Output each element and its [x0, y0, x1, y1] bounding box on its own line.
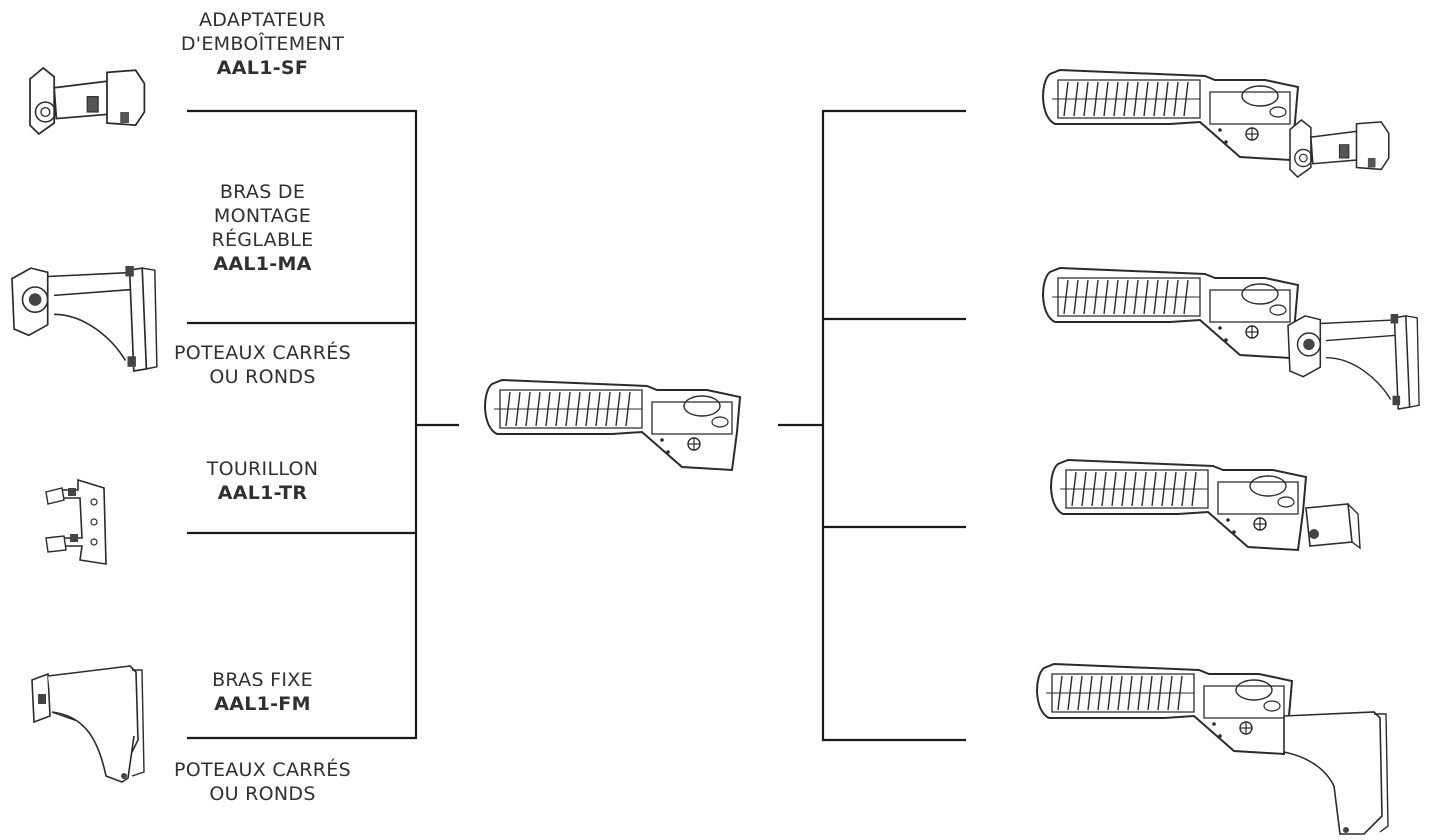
luminaire-with-slipfitter-icon: [1043, 70, 1389, 177]
luminaire-with-fixed-arm-icon: [1037, 664, 1388, 834]
right-connector-lines: [778, 110, 966, 741]
slipfitter-adapter-icon: [30, 68, 144, 134]
slipfitter-name-line-2: D'EMBOÎTEMENT: [150, 32, 375, 56]
fixed-arm-label: BRAS FIXE AAL1-FM: [150, 668, 375, 716]
trunnion-icon: [46, 480, 106, 564]
luminaire-with-adjustable-arm-icon: [1043, 268, 1419, 409]
adjustable-arm-name-line-1: BRAS DE: [150, 180, 375, 204]
fixed-arm-name-line-1: BRAS FIXE: [150, 668, 375, 692]
fixed-arm-pole-note: POTEAUX CARRÉS OU RONDS: [150, 758, 375, 806]
fixed-arm-code: AAL1-FM: [150, 692, 375, 716]
trunnion-name-line-1: TOURILLON: [150, 457, 375, 481]
slipfitter-code: AAL1-SF: [150, 56, 375, 80]
slipfitter-name-line-1: ADAPTATEUR: [150, 8, 375, 32]
fixed-arm-note-line-1: POTEAUX CARRÉS: [150, 758, 375, 782]
fixed-arm-icon: [32, 666, 144, 782]
adjustable-arm-code: AAL1-MA: [150, 252, 375, 276]
luminaire-fixture-icon: [485, 380, 740, 470]
adjustable-arm-note-line-2: OU RONDS: [150, 365, 375, 389]
luminaire-with-trunnion-icon: [1051, 460, 1360, 550]
adjustable-arm-pole-note: POTEAUX CARRÉS OU RONDS: [150, 341, 375, 389]
adjustable-arm-label: BRAS DE MONTAGE RÉGLABLE AAL1-MA: [150, 180, 375, 276]
fixed-arm-note-line-2: OU RONDS: [150, 782, 375, 806]
adjustable-arm-icon: [12, 266, 157, 371]
adjustable-arm-note-line-1: POTEAUX CARRÉS: [150, 341, 375, 365]
slipfitter-label: ADAPTATEUR D'EMBOÎTEMENT AAL1-SF: [150, 8, 375, 80]
adjustable-arm-name-line-2: MONTAGE: [150, 204, 375, 228]
trunnion-label: TOURILLON AAL1-TR: [150, 457, 375, 505]
adjustable-arm-name-line-3: RÉGLABLE: [150, 228, 375, 252]
trunnion-code: AAL1-TR: [150, 481, 375, 505]
